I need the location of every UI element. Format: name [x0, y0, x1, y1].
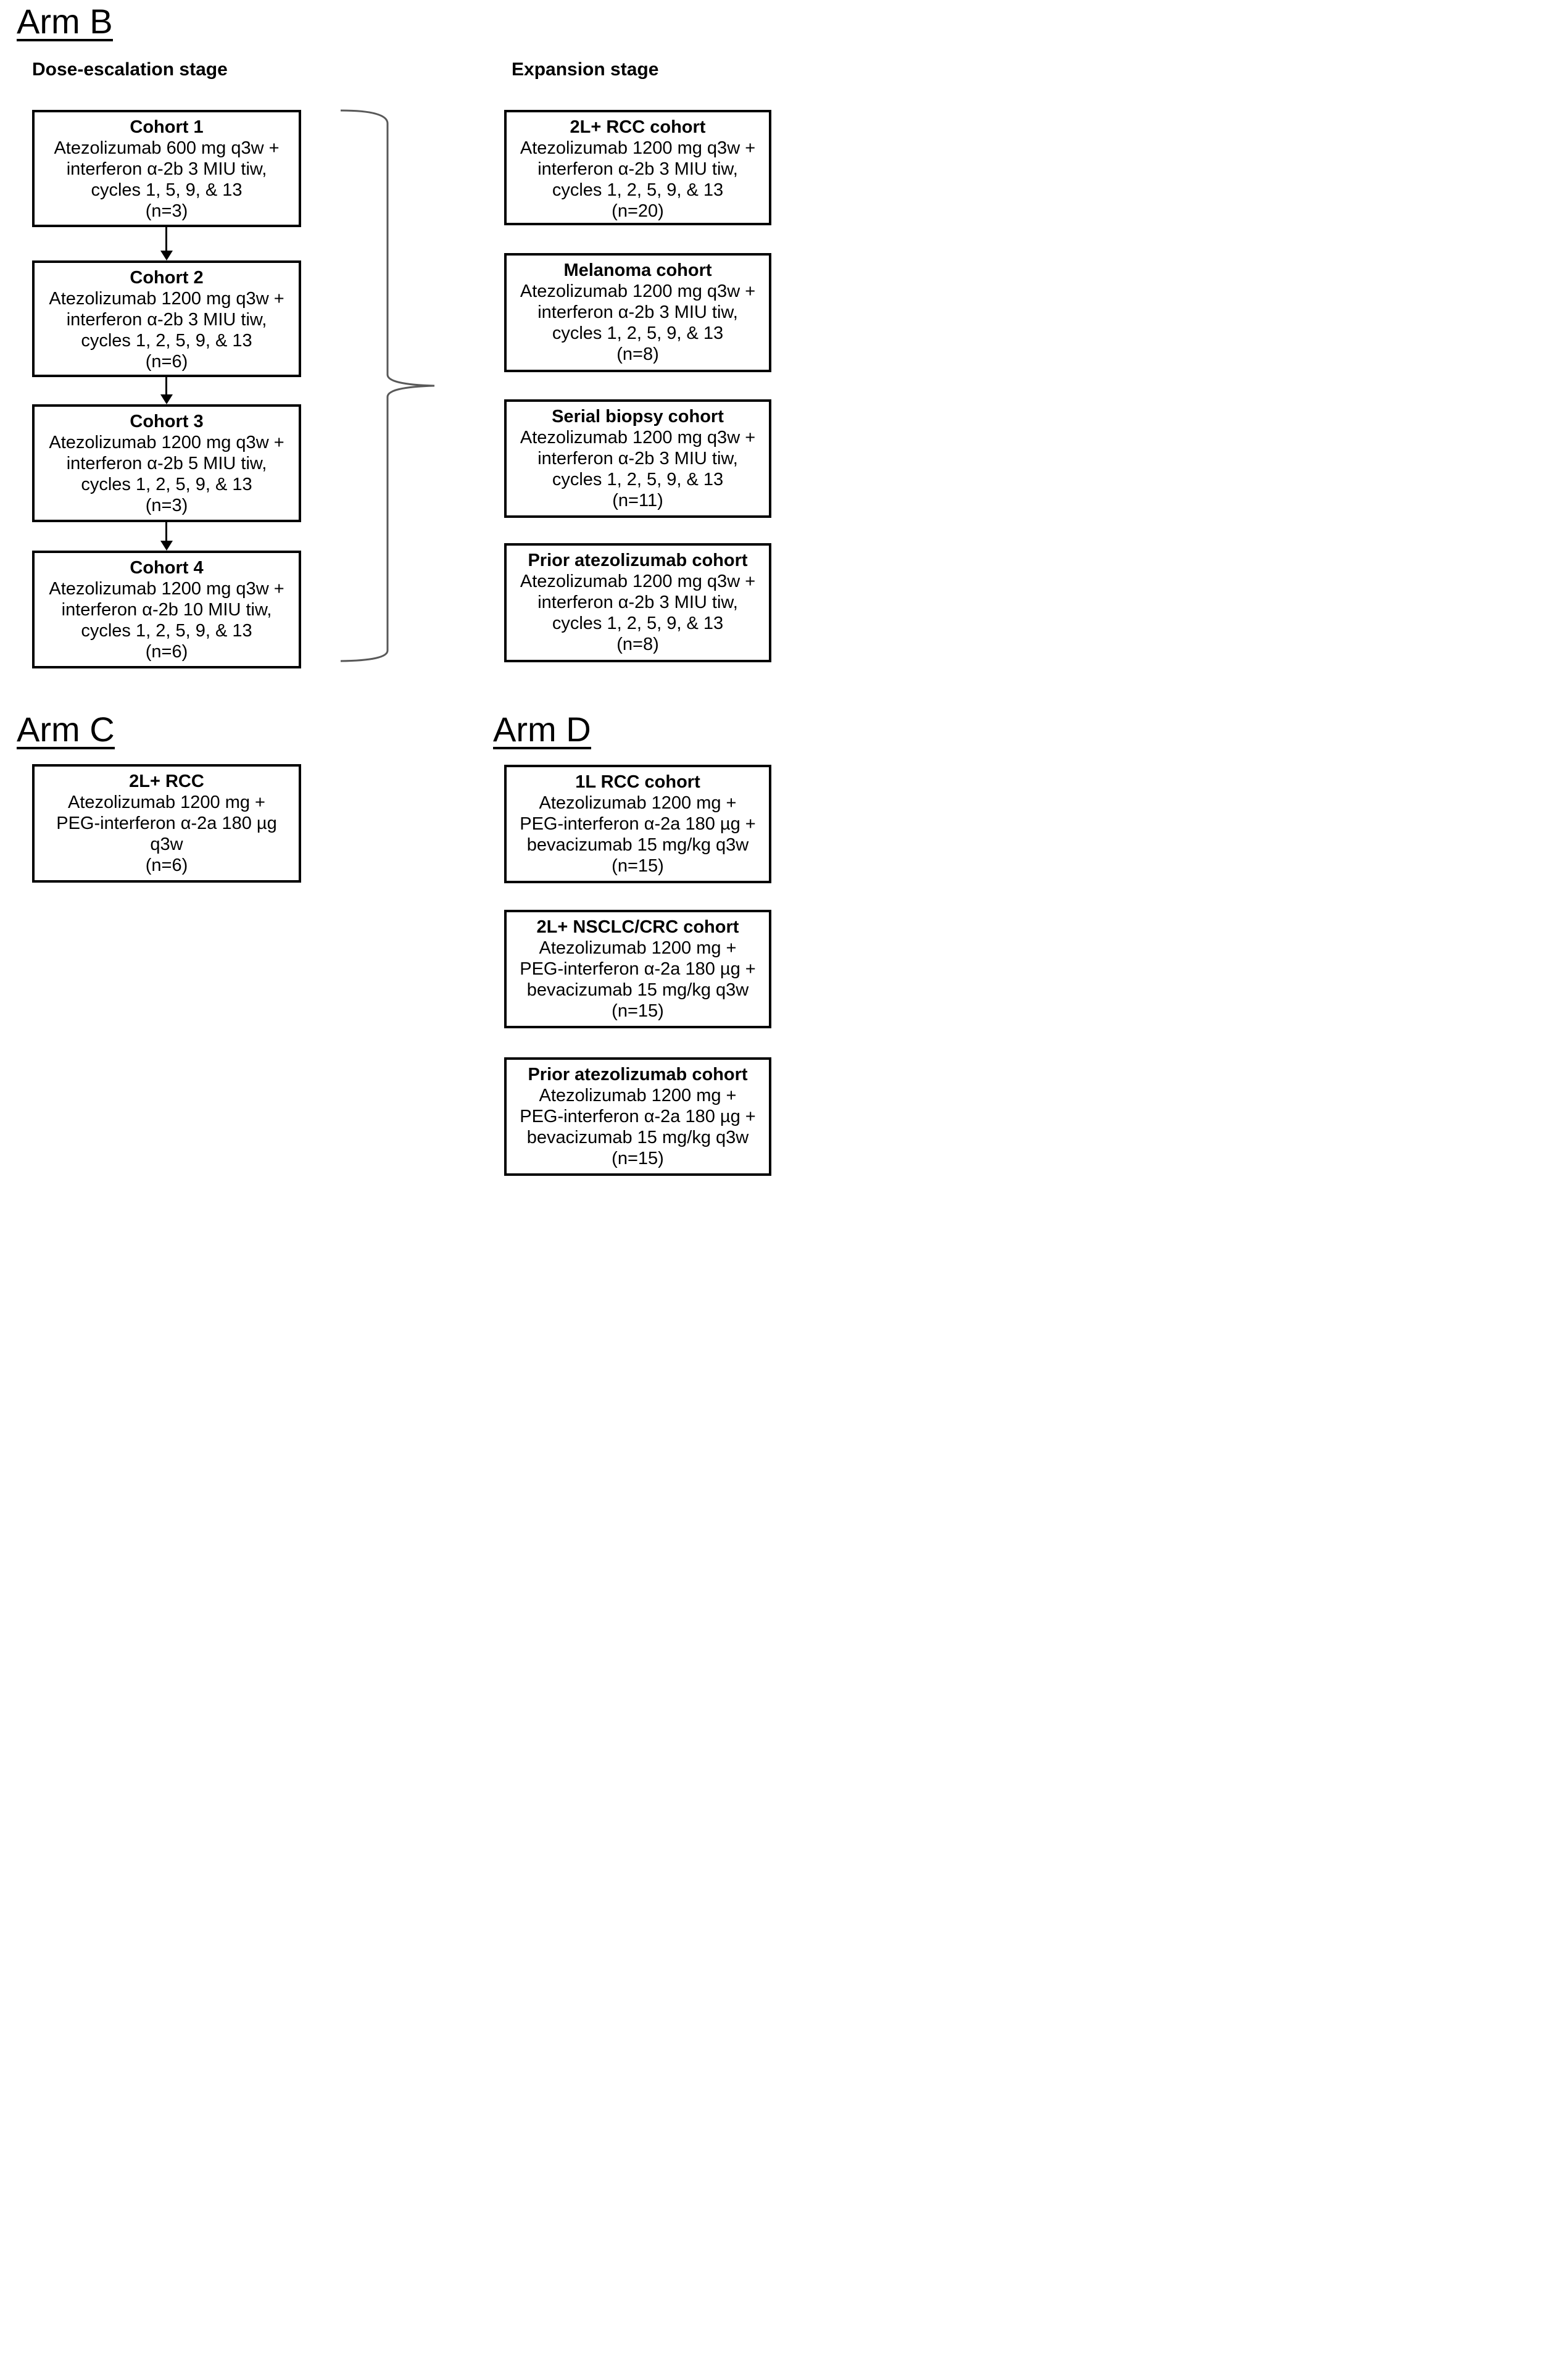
box-line: (n=15) [612, 856, 664, 876]
down-arrow-icon [160, 251, 173, 260]
box-line: (n=3) [145, 496, 188, 515]
arm-d-prior-atezolizumab-box: Prior atezolizumab cohort Atezolizumab 1… [504, 1057, 771, 1176]
cohort-4-box: Cohort 4 Atezolizumab 1200 mg q3w + inte… [32, 551, 301, 668]
box-line: (n=6) [145, 855, 188, 875]
arm-d-prior-atezolizumab-title: Prior atezolizumab cohort [528, 1065, 748, 1084]
box-line: Atezolizumab 1200 mg q3w + [520, 281, 756, 301]
down-arrow-icon [160, 394, 173, 404]
cohort-2-box: Cohort 2 Atezolizumab 1200 mg q3w + inte… [32, 260, 301, 377]
box-line: cycles 1, 2, 5, 9, & 13 [552, 180, 724, 200]
box-line: cycles 1, 2, 5, 9, & 13 [552, 470, 724, 489]
flow-arrow-stem [165, 522, 167, 541]
box-line: interferon α-2b 5 MIU tiw, [66, 454, 267, 473]
box-line: cycles 1, 2, 5, 9, & 13 [81, 475, 252, 494]
expansion-2l-rcc-title: 2L+ RCC cohort [570, 117, 706, 137]
box-line: bevacizumab 15 mg/kg q3w [526, 835, 749, 855]
expansion-melanoma-title: Melanoma cohort [563, 260, 712, 280]
box-line: (n=15) [612, 1001, 664, 1021]
box-line: Atezolizumab 1200 mg q3w + [520, 428, 756, 447]
box-line: PEG-interferon α-2a 180 µg + [520, 814, 756, 834]
expansion-melanoma-box: Melanoma cohort Atezolizumab 1200 mg q3w… [504, 253, 771, 372]
box-line: (n=6) [145, 352, 188, 372]
arm-d-2l-nsclc-crc-box: 2L+ NSCLC/CRC cohort Atezolizumab 1200 m… [504, 910, 771, 1028]
box-line: Atezolizumab 1200 mg + [539, 1086, 737, 1105]
arm-b-title: Arm B [17, 2, 113, 41]
box-line: (n=11) [612, 491, 663, 510]
box-line: (n=3) [145, 201, 188, 221]
box-line: (n=20) [612, 201, 664, 221]
cohort-3-title: Cohort 3 [130, 412, 204, 431]
box-line: (n=8) [616, 344, 659, 364]
expansion-stage-header: Expansion stage [512, 59, 659, 80]
expansion-prior-atezolizumab-title: Prior atezolizumab cohort [528, 551, 748, 570]
arm-d-1l-rcc-box: 1L RCC cohort Atezolizumab 1200 mg + PEG… [504, 765, 771, 883]
box-line: Atezolizumab 1200 mg + [539, 793, 737, 813]
box-line: Atezolizumab 1200 mg + [68, 793, 265, 812]
box-line: Atezolizumab 1200 mg q3w + [49, 289, 284, 309]
box-line: PEG-interferon α-2a 180 µg + [520, 1107, 756, 1126]
box-line: Atezolizumab 1200 mg q3w + [520, 572, 756, 591]
flow-arrow-stem [165, 377, 167, 394]
box-line: cycles 1, 5, 9, & 13 [91, 180, 243, 200]
box-line: interferon α-2b 3 MIU tiw, [537, 593, 738, 612]
box-line: q3w [150, 834, 183, 854]
box-line: cycles 1, 2, 5, 9, & 13 [552, 614, 724, 633]
box-line: cycles 1, 2, 5, 9, & 13 [552, 323, 724, 343]
box-line: Atezolizumab 1200 mg q3w + [49, 579, 284, 599]
box-line: interferon α-2b 3 MIU tiw, [537, 302, 738, 322]
box-line: interferon α-2b 10 MIU tiw, [61, 600, 272, 620]
arm-d-2l-nsclc-crc-title: 2L+ NSCLC/CRC cohort [536, 917, 739, 937]
box-line: Atezolizumab 1200 mg q3w + [49, 433, 284, 452]
cohort-4-title: Cohort 4 [130, 558, 204, 578]
arm-c-box-title: 2L+ RCC [129, 772, 204, 791]
cohort-2-title: Cohort 2 [130, 268, 204, 288]
box-line: (n=15) [612, 1149, 664, 1168]
box-line: interferon α-2b 3 MIU tiw, [537, 159, 738, 179]
box-line: cycles 1, 2, 5, 9, & 13 [81, 621, 252, 641]
arm-c-2l-rcc-box: 2L+ RCC Atezolizumab 1200 mg + PEG-inter… [32, 764, 301, 883]
curly-brace [340, 109, 435, 662]
flow-arrow-stem [165, 227, 167, 251]
box-line: interferon α-2b 3 MIU tiw, [66, 310, 267, 330]
box-line: interferon α-2b 3 MIU tiw, [66, 159, 267, 179]
cohort-3-box: Cohort 3 Atezolizumab 1200 mg q3w + inte… [32, 404, 301, 522]
box-line: Atezolizumab 600 mg q3w + [54, 138, 280, 158]
cohort-1-title: Cohort 1 [130, 117, 204, 137]
trial-design-diagram: Arm B Dose-escalation stage Expansion st… [0, 0, 784, 1186]
box-line: Atezolizumab 1200 mg + [539, 938, 737, 958]
arm-d-title: Arm D [493, 710, 591, 749]
arm-c-title: Arm C [17, 710, 115, 749]
box-line: bevacizumab 15 mg/kg q3w [526, 1128, 749, 1147]
dose-escalation-stage-header: Dose-escalation stage [32, 59, 228, 80]
box-line: interferon α-2b 3 MIU tiw, [537, 449, 738, 468]
box-line: bevacizumab 15 mg/kg q3w [526, 980, 749, 1000]
box-line: PEG-interferon α-2a 180 µg + [520, 959, 756, 979]
expansion-2l-rcc-box: 2L+ RCC cohort Atezolizumab 1200 mg q3w … [504, 110, 771, 225]
cohort-1-box: Cohort 1 Atezolizumab 600 mg q3w + inter… [32, 110, 301, 227]
arm-d-1l-rcc-title: 1L RCC cohort [575, 772, 700, 792]
expansion-prior-atezolizumab-box: Prior atezolizumab cohort Atezolizumab 1… [504, 543, 771, 662]
box-line: (n=8) [616, 635, 659, 654]
box-line: PEG-interferon α-2a 180 µg [56, 814, 277, 833]
box-line: cycles 1, 2, 5, 9, & 13 [81, 331, 252, 351]
expansion-serial-biopsy-title: Serial biopsy cohort [552, 407, 724, 427]
expansion-serial-biopsy-box: Serial biopsy cohort Atezolizumab 1200 m… [504, 399, 771, 518]
box-line: Atezolizumab 1200 mg q3w + [520, 138, 756, 158]
box-line: (n=6) [145, 642, 188, 662]
down-arrow-icon [160, 541, 173, 551]
